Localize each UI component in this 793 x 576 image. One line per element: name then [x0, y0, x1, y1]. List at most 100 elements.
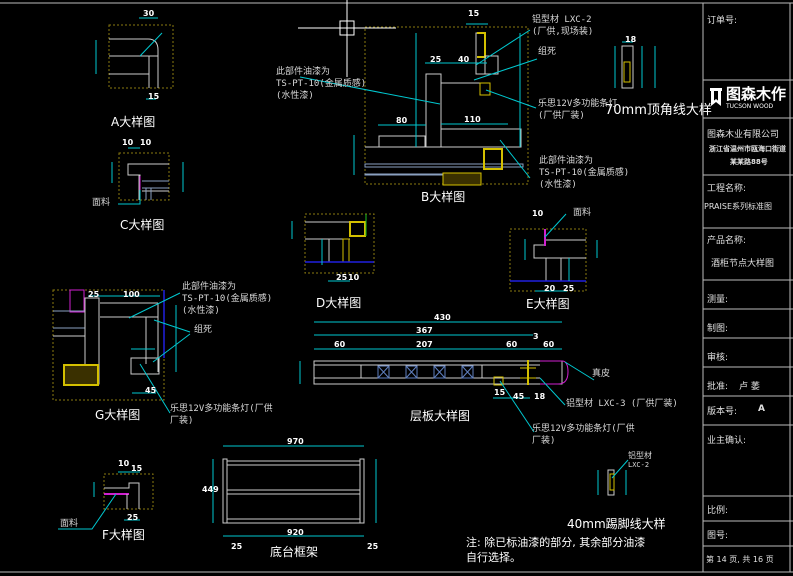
shelf-dim-207: 207: [416, 340, 433, 349]
g-led-note-line1: 乐思12V多功能条灯(厂供: [170, 404, 273, 414]
b-alu-note-line2: (厂供,现场装): [532, 27, 594, 37]
detail-base-title: 底台框架: [270, 545, 319, 559]
company-address-line1: 浙江省温州市瓯海口街道: [709, 145, 786, 153]
g-paint-note-line3: (水性漆): [182, 306, 220, 316]
shelf-dim-18: 18: [534, 392, 546, 401]
detail-skirting-drawing: [597, 459, 629, 496]
shelf-dim-15: 15: [494, 388, 506, 397]
c-face-label: 面料: [92, 198, 111, 208]
project-label: 工程名称:: [707, 184, 747, 194]
d-dim-25: 25: [336, 273, 348, 282]
review-label: 审核:: [707, 353, 729, 363]
survey-label: 测量:: [707, 295, 729, 305]
detail-c-title: C大样图: [120, 218, 165, 232]
detail-g-drawing: [52, 289, 191, 414]
top70-dim-18: 18: [625, 35, 637, 44]
b-paint2-note-line1: 此部件油漆为: [539, 156, 594, 166]
shelf-dim-3: 3: [533, 332, 539, 341]
b-paint-note-line1: 此部件油漆为: [276, 67, 331, 77]
a-dim-bottom: 15: [148, 92, 160, 101]
detail-base-drawing: [212, 445, 377, 537]
shelf-led-note-line1: 乐思12V多功能条灯(厂供: [532, 424, 635, 434]
shelf-led-note-line2: 厂装): [532, 436, 556, 446]
product-value: 酒柜节点大样图: [711, 259, 775, 269]
product-label: 产品名称:: [707, 236, 747, 246]
detail-d-title: D大样图: [316, 296, 362, 310]
title-block-lines: [703, 79, 793, 547]
g-paint-note-line1: 此部件油漆为: [182, 282, 237, 292]
detail-f-title: F大样图: [102, 528, 145, 542]
b-paint2-note-line3: (水性漆): [539, 180, 577, 190]
page-info: 第 14 页, 共 16 页: [706, 555, 774, 564]
e-dim-10: 10: [532, 209, 544, 218]
c-dim-1: 10: [122, 138, 134, 147]
g-paint-note-line2: TS-PT-10(金属质感): [182, 294, 273, 304]
logo-mark-icon: [710, 88, 722, 106]
order-no-label: 订单号:: [707, 16, 738, 26]
detail-70mm-drawing: [614, 41, 656, 89]
b-led-note-line2: (厂供厂装): [538, 111, 585, 121]
g-dim-45: 45: [145, 386, 157, 395]
detail-a-drawing: [95, 17, 174, 100]
g-dim-100: 100: [123, 290, 140, 299]
b-dim-40: 40: [458, 55, 470, 64]
detail-b-drawing: [299, 23, 538, 186]
shelf-dim-45: 45: [513, 392, 525, 401]
b-dim-25: 25: [430, 55, 442, 64]
detail-b-title: B大样图: [421, 190, 466, 204]
b-dim-80: 80: [396, 116, 408, 125]
detail-f-drawing: [58, 471, 154, 530]
b-dim-110: 110: [464, 115, 481, 124]
shelf-dim-60c: 60: [543, 340, 555, 349]
detail-shelf-title: 层板大样图: [410, 409, 471, 423]
e-dim-20: 20: [544, 284, 556, 293]
b-fix-note: 组死: [538, 47, 557, 57]
d-dim-10: 10: [348, 273, 360, 282]
b-paint2-note-line2: TS-PT-10(金属质感): [539, 168, 630, 178]
g-led-note-line2: 厂装): [170, 416, 194, 426]
version-label: 版本号:: [707, 407, 738, 417]
shelf-dim-60b: 60: [506, 340, 518, 349]
b-paint-note-line3: (水性漆): [276, 91, 314, 101]
detail-c-drawing: [111, 147, 184, 205]
general-note-line2: 自行选择。: [466, 551, 521, 564]
detail-70mm-title: 70mm顶角线大样: [605, 103, 712, 118]
general-note-line1: 注: 除已标油漆的部分, 其余部分油漆: [466, 536, 646, 549]
b-paint-note-line2: TS-PT-10(金属质感): [276, 79, 367, 89]
approve-label: 批准:: [707, 382, 729, 392]
detail-e-title: E大样图: [526, 297, 570, 311]
project-value: PRAISE系列标准图: [704, 202, 773, 211]
company-name: 图森木业有限公司: [707, 130, 780, 140]
c-dim-2: 10: [140, 138, 152, 147]
version-value: A: [758, 404, 765, 414]
g-dim-25: 25: [88, 290, 100, 299]
detail-d-drawing: [291, 213, 375, 282]
f-dim-25: 25: [127, 513, 139, 522]
skirting-alu-note-line1: 铝型材: [628, 451, 652, 460]
base-dim-920: 920: [287, 528, 304, 537]
g-fix-note: 组死: [194, 325, 213, 335]
base-dim-449: 449: [202, 485, 219, 494]
b-led-note-line1: 乐思12V多功能条灯: [538, 99, 618, 109]
shelf-alu-note: 铝型材 LXC-3 (厂供厂装): [566, 399, 678, 409]
f-face-label: 面料: [60, 519, 79, 529]
owner-confirm-label: 业主确认:: [707, 436, 747, 446]
shelf-dim-430: 430: [434, 313, 451, 322]
detail-e-drawing: [509, 213, 598, 292]
approve-value: 卢 萎: [739, 382, 760, 392]
company-address-line2: 某某路88号: [730, 158, 768, 166]
shelf-dim-60a: 60: [334, 340, 346, 349]
shelf-dim-367: 367: [416, 326, 433, 335]
f-dim-10: 10: [118, 459, 130, 468]
skirting-alu-note-line2: LXC-2: [628, 461, 650, 469]
scale-label: 比例:: [707, 506, 729, 516]
cad-crosshair: [298, 0, 396, 77]
base-dim-25-right: 25: [367, 542, 379, 551]
detail-skirting-title: 40mm踢脚线大样: [567, 517, 666, 531]
f-dim-15: 15: [131, 464, 143, 473]
drawing-no-label: 图号:: [707, 531, 729, 541]
detail-a-title: A大样图: [111, 115, 156, 129]
e-face-label: 面料: [573, 208, 592, 218]
